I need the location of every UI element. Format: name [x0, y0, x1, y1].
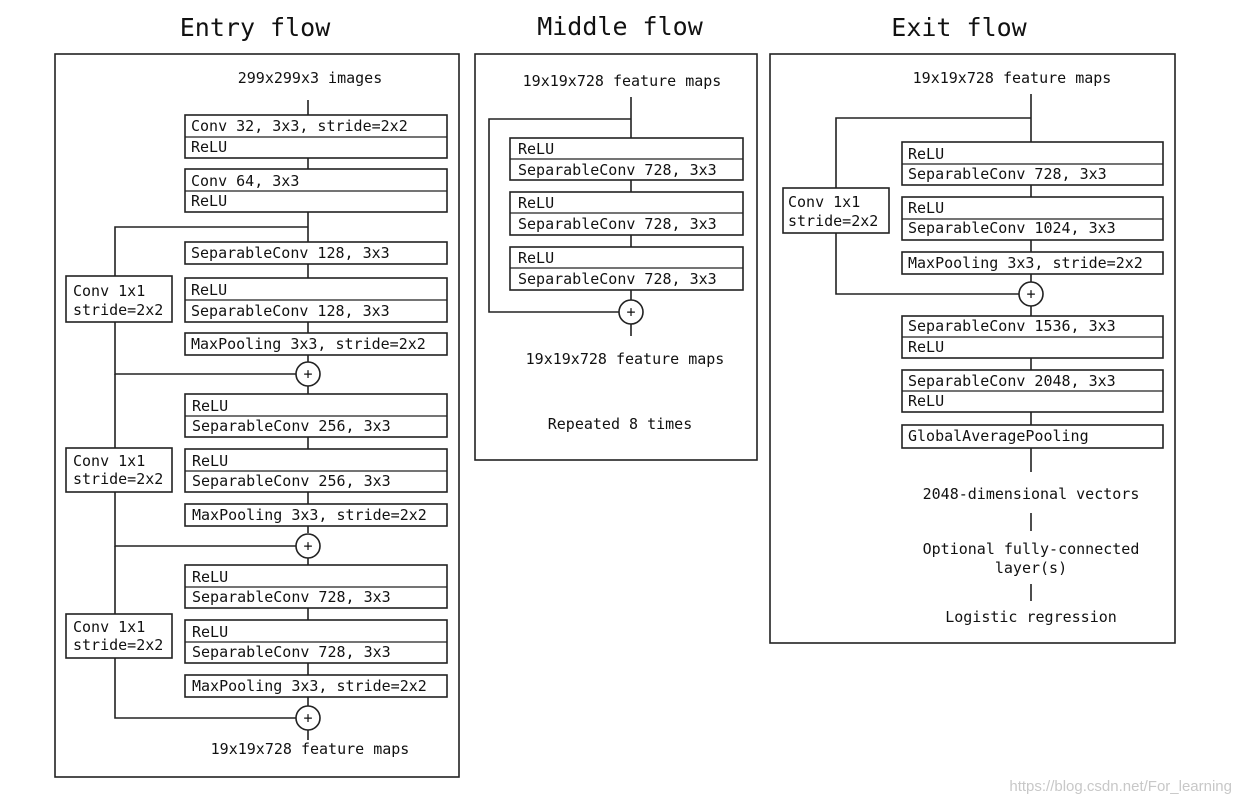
plus-icon: +	[303, 537, 312, 555]
layer-label: SeparableConv 2048, 3x3	[908, 372, 1116, 390]
entry-input-label: 299x299x3 images	[238, 69, 383, 87]
layer-label: SeparableConv 1024, 3x3	[908, 219, 1116, 237]
middle-flow-title: Middle flow	[537, 12, 704, 41]
exit-relu-sepconv1024-block: ReLU SeparableConv 1024, 3x3	[901, 196, 1164, 241]
layer-label: ReLU	[908, 338, 944, 356]
entry-add-node-3: +	[295, 705, 321, 731]
layer-label: SeparableConv 728, 3x3	[192, 643, 391, 661]
entry-sepconv128-block: SeparableConv 128, 3x3	[184, 241, 448, 265]
layer-label: Conv 1x1	[788, 193, 860, 211]
exit-fc-label-line1: Optional fully-connected	[923, 540, 1140, 558]
layer-label: SeparableConv 128, 3x3	[191, 302, 390, 320]
middle-flow-panel	[474, 53, 758, 461]
layer-label: ReLU	[518, 194, 554, 212]
layer-label: stride=2x2	[73, 636, 163, 654]
layer-label: Conv 1x1	[73, 282, 145, 300]
exit-maxpool-block: MaxPooling 3x3, stride=2x2	[901, 251, 1164, 275]
entry-relu-sepconv256-block-1: ReLU SeparableConv 256, 3x3	[184, 393, 448, 438]
exit-add-node: +	[1018, 281, 1044, 307]
layer-label: MaxPooling 3x3, stride=2x2	[191, 335, 426, 353]
entry-skip-conv-3: Conv 1x1 stride=2x2	[65, 613, 173, 659]
entry-flow-title: Entry flow	[180, 13, 331, 42]
entry-skip-conv-1: Conv 1x1 stride=2x2	[65, 275, 173, 323]
middle-relu-sepconv728-block-2: ReLU SeparableConv 728, 3x3	[509, 191, 744, 236]
layer-label: MaxPooling 3x3, stride=2x2	[192, 677, 427, 695]
entry-conv32-block: Conv 32, 3x3, stride=2x2 ReLU	[184, 114, 448, 159]
entry-flow-connectors	[114, 100, 309, 740]
plus-icon: +	[303, 365, 312, 383]
layer-label: SeparableConv 256, 3x3	[192, 417, 391, 435]
layer-label: ReLU	[192, 452, 228, 470]
layer-label: stride=2x2	[73, 470, 163, 488]
middle-output-label: 19x19x728 feature maps	[526, 350, 725, 368]
middle-relu-sepconv728-block-1: ReLU SeparableConv 728, 3x3	[509, 137, 744, 181]
entry-relu-sepconv128-block: ReLU SeparableConv 128, 3x3	[184, 277, 448, 323]
layer-label: ReLU	[908, 392, 944, 410]
layer-label: ReLU	[192, 397, 228, 415]
layer-label: SeparableConv 728, 3x3	[192, 588, 391, 606]
middle-flow-connectors	[488, 97, 632, 336]
entry-maxpool-block-2: MaxPooling 3x3, stride=2x2	[184, 503, 448, 527]
entry-add-node-1: +	[295, 361, 321, 387]
layer-label: SeparableConv 256, 3x3	[192, 472, 391, 490]
layer-label: SeparableConv 728, 3x3	[518, 270, 717, 288]
layer-label: ReLU	[908, 199, 944, 217]
layer-label: MaxPooling 3x3, stride=2x2	[908, 254, 1143, 272]
exit-skip-conv: Conv 1x1 stride=2x2	[782, 187, 890, 234]
layer-label: Conv 32, 3x3, stride=2x2	[191, 117, 408, 135]
exit-sepconv2048-relu-block: SeparableConv 2048, 3x3 ReLU	[901, 369, 1164, 413]
entry-maxpool-block-3: MaxPooling 3x3, stride=2x2	[184, 674, 448, 698]
entry-output-label: 19x19x728 feature maps	[211, 740, 410, 758]
plus-icon: +	[626, 303, 635, 321]
layer-label: ReLU	[518, 249, 554, 267]
layer-label: ReLU	[191, 192, 227, 210]
layer-label: Conv 1x1	[73, 618, 145, 636]
layer-label: Conv 64, 3x3	[191, 172, 299, 190]
entry-flow-panel	[54, 53, 460, 778]
entry-relu-sepconv728-block-1: ReLU SeparableConv 728, 3x3	[184, 564, 448, 609]
exit-vectors-label: 2048-dimensional vectors	[923, 485, 1140, 503]
entry-skip-conv-2: Conv 1x1 stride=2x2	[65, 447, 173, 493]
watermark-text: https://blog.csdn.net/For_learning	[1009, 778, 1232, 795]
layer-label: SeparableConv 728, 3x3	[908, 165, 1107, 183]
plus-icon: +	[1026, 285, 1035, 303]
layer-label: stride=2x2	[788, 212, 878, 230]
layer-label: MaxPooling 3x3, stride=2x2	[192, 506, 427, 524]
exit-relu-sepconv728-block: ReLU SeparableConv 728, 3x3	[901, 141, 1164, 186]
exit-flow-connectors	[835, 94, 1032, 601]
entry-relu-sepconv256-block-2: ReLU SeparableConv 256, 3x3	[184, 448, 448, 493]
layer-label: SeparableConv 128, 3x3	[191, 244, 390, 262]
entry-add-node-2: +	[295, 533, 321, 559]
exit-sepconv1536-relu-block: SeparableConv 1536, 3x3 ReLU	[901, 315, 1164, 359]
plus-icon: +	[303, 709, 312, 727]
exit-fc-label-line2: layer(s)	[995, 559, 1067, 577]
layer-label: ReLU	[908, 145, 944, 163]
entry-conv64-block: Conv 64, 3x3 ReLU	[184, 168, 448, 213]
exit-globalavgpool-block: GlobalAveragePooling	[901, 424, 1164, 449]
layer-label: Conv 1x1	[73, 452, 145, 470]
layer-label: ReLU	[518, 140, 554, 158]
exit-input-label: 19x19x728 feature maps	[913, 69, 1112, 87]
middle-add-node: +	[618, 299, 644, 325]
middle-repeat-label: Repeated 8 times	[548, 415, 693, 433]
layer-label: stride=2x2	[73, 301, 163, 319]
exit-flow-panel	[769, 53, 1176, 644]
middle-relu-sepconv728-block-3: ReLU SeparableConv 728, 3x3	[509, 246, 744, 291]
entry-relu-sepconv728-block-2: ReLU SeparableConv 728, 3x3	[184, 619, 448, 664]
exit-logistic-label: Logistic regression	[945, 608, 1117, 626]
layer-label: ReLU	[191, 138, 227, 156]
layer-label: SeparableConv 1536, 3x3	[908, 317, 1116, 335]
layer-label: ReLU	[191, 281, 227, 299]
layer-label: ReLU	[192, 623, 228, 641]
layer-label: GlobalAveragePooling	[908, 427, 1089, 445]
layer-label: SeparableConv 728, 3x3	[518, 161, 717, 179]
entry-maxpool-block-1: MaxPooling 3x3, stride=2x2	[184, 332, 448, 356]
layer-label: ReLU	[192, 568, 228, 586]
middle-input-label: 19x19x728 feature maps	[523, 72, 722, 90]
layer-label: SeparableConv 728, 3x3	[518, 215, 717, 233]
exit-flow-title: Exit flow	[891, 13, 1027, 42]
